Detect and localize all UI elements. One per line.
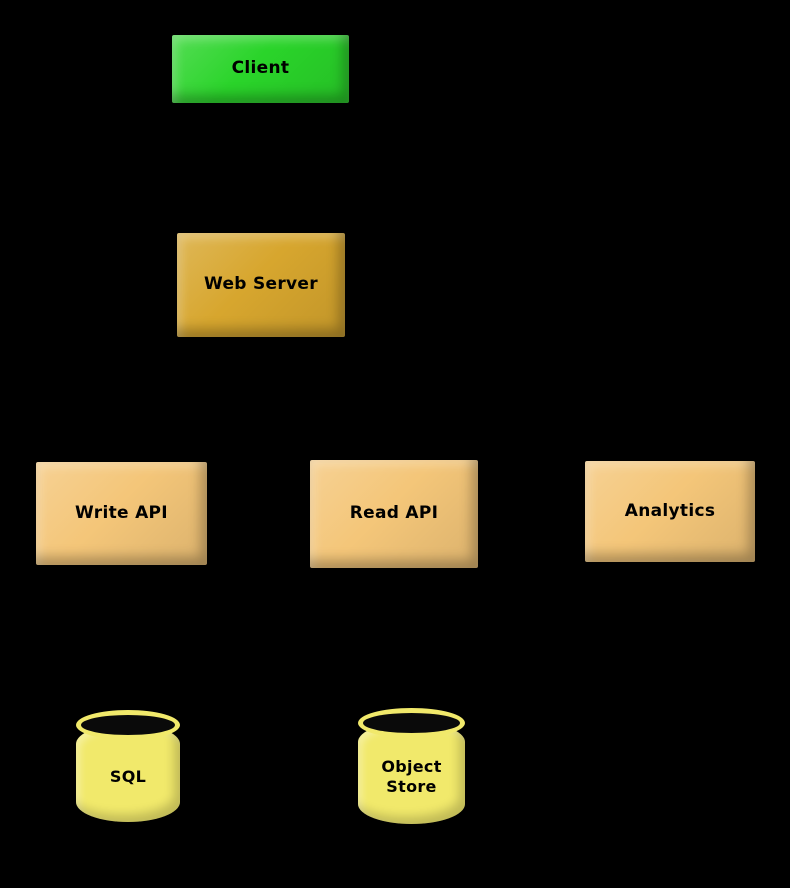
node-web-server-label: Web Server [204, 274, 318, 295]
cylinder-body: SQL [76, 724, 180, 822]
node-read-api-label: Read API [349, 503, 439, 524]
node-object-store-label: Object Store [381, 757, 442, 796]
node-web-server: Web Server [177, 233, 345, 337]
node-client: Client [172, 35, 349, 103]
node-sql-label: SQL [109, 767, 147, 786]
node-object-store-database: Object Store [358, 708, 465, 824]
cylinder-top-ellipse [76, 710, 180, 740]
cylinder-body: Object Store [358, 722, 465, 824]
node-write-api: Write API [36, 462, 207, 565]
node-read-api: Read API [310, 460, 478, 568]
node-analytics: Analytics [585, 461, 755, 562]
cylinder-top-ellipse [358, 708, 465, 738]
node-sql-database: SQL [76, 710, 180, 822]
node-write-api-label: Write API [75, 502, 168, 523]
node-analytics-label: Analytics [624, 500, 716, 521]
node-client-label: Client [231, 58, 290, 79]
